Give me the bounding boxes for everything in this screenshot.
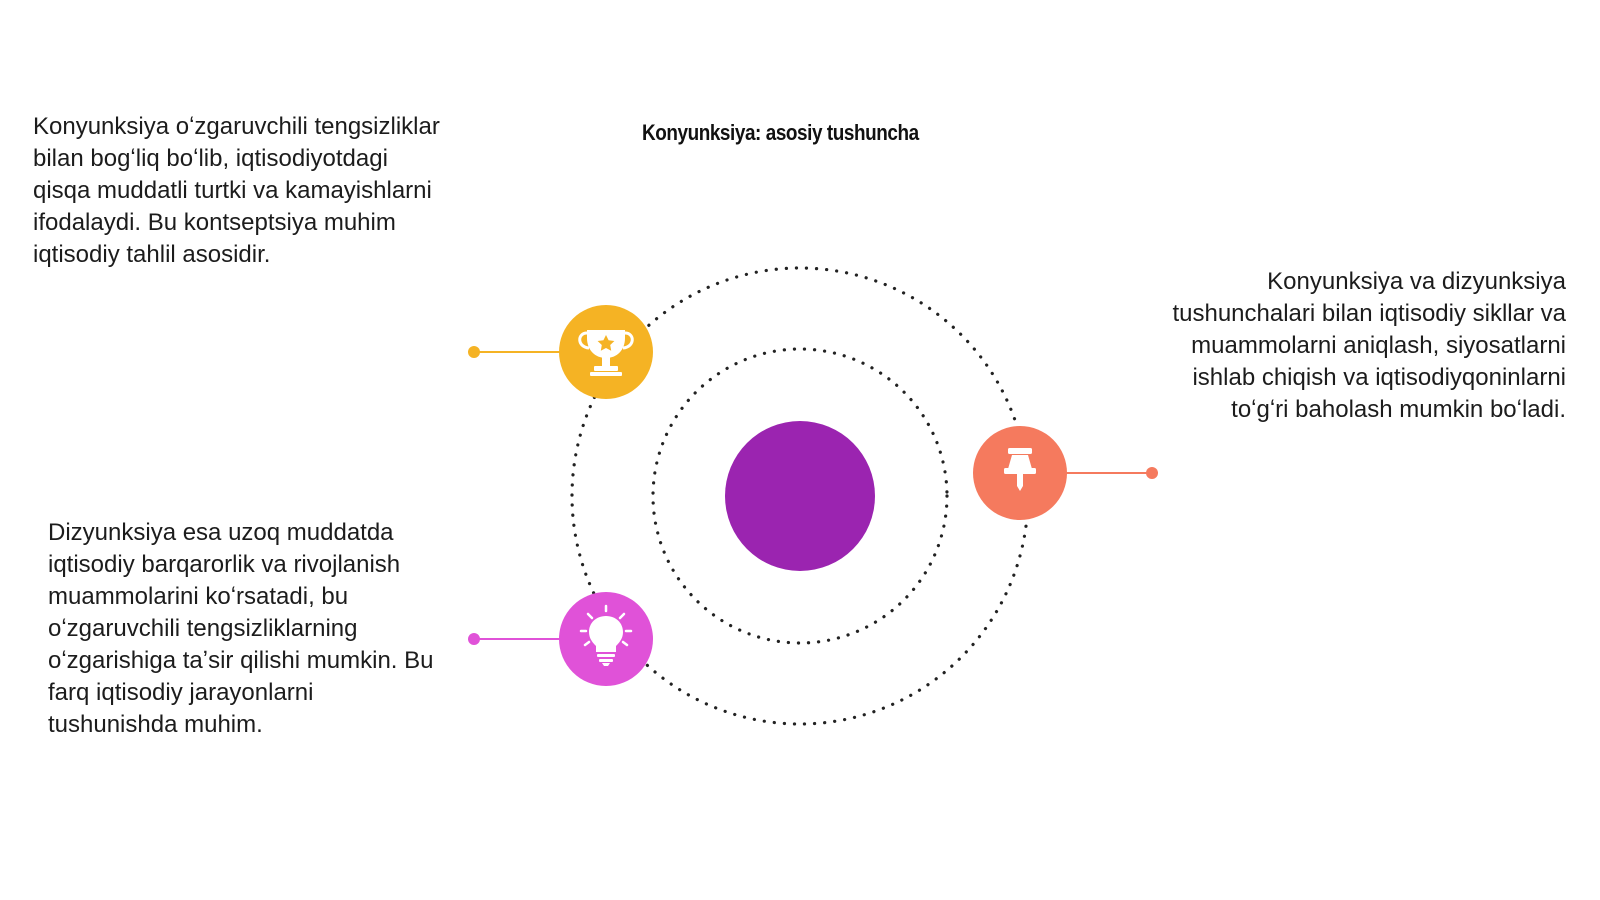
node-pushpin bbox=[973, 426, 1067, 520]
center-circle bbox=[725, 421, 875, 571]
text-block-top-left: Konyunksiya oʻzgaruvchili tengsizliklar … bbox=[33, 113, 440, 268]
connector-dot-trophy bbox=[468, 346, 480, 358]
connector-dot-lightbulb bbox=[468, 633, 480, 645]
inner-orbit bbox=[651, 347, 949, 645]
pushpin-icon bbox=[1004, 448, 1036, 491]
text-block-right: Konyunksiya va dizyunksiya tushunchalari… bbox=[1172, 268, 1566, 423]
lightbulb-icon bbox=[579, 604, 633, 666]
page-title: Konyunksiya: asosiy tushuncha bbox=[642, 120, 919, 145]
node-lightbulb bbox=[559, 592, 653, 686]
node-trophy bbox=[559, 305, 653, 399]
text-block-bottom-left: Dizyunksiya esa uzoq muddatda iqtisodiy … bbox=[48, 519, 434, 738]
connector-dot-pushpin bbox=[1146, 467, 1158, 479]
trophy-icon bbox=[578, 330, 634, 376]
